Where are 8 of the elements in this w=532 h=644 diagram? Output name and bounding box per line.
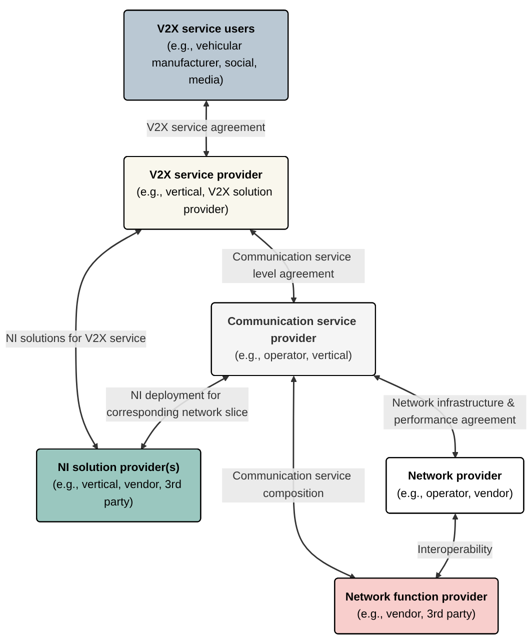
edge-label: NI deployment for corresponding network slice xyxy=(106,390,248,419)
edge-label: Interoperability xyxy=(418,544,492,556)
edge-label: V2X service agreement xyxy=(146,122,266,134)
edge-label: NI solutions for V2X service xyxy=(6,332,146,345)
edge-label: Communication service composition xyxy=(232,470,352,500)
edge-label: Network infrastructure & performance agreement xyxy=(392,397,516,427)
edge-label: Communication service level agreement xyxy=(232,251,352,280)
arrow xyxy=(75,229,142,450)
